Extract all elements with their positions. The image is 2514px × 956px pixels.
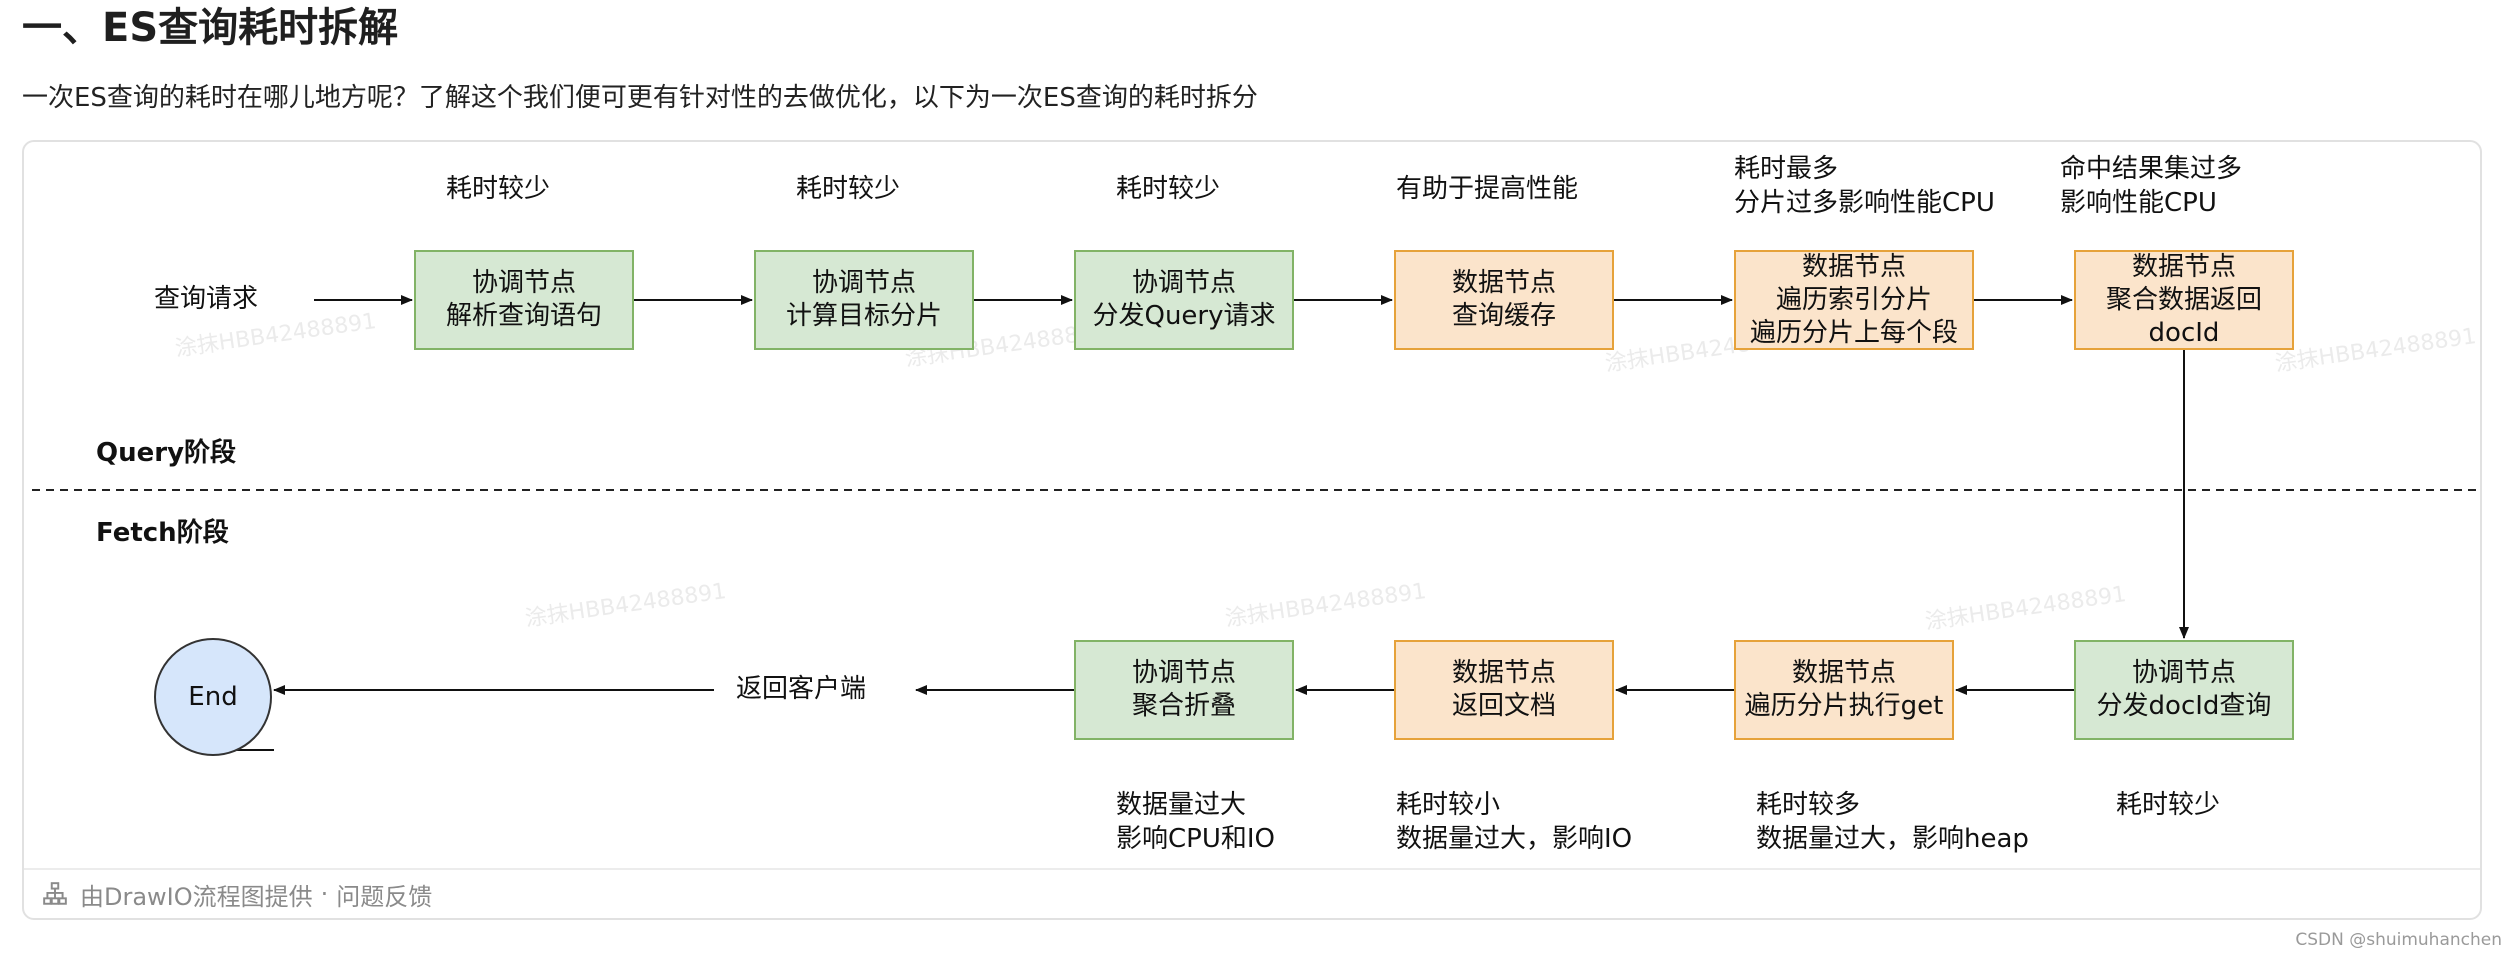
node-line: 遍历分片执行get bbox=[1744, 691, 1944, 721]
footer-separator: · bbox=[320, 880, 329, 908]
note-line: 耗时较少 bbox=[796, 174, 901, 204]
node-merge-collapse: 协调节点 聚合折叠 bbox=[1074, 640, 1294, 740]
note-line: 影响CPU和IO bbox=[1116, 824, 1275, 854]
diagram-panel: 涂抹HBB42488891 涂抹HBB42488891 涂抹HBB4248889… bbox=[22, 140, 2482, 920]
note-shard-get: 耗时较多 数据量过大，影响heap bbox=[1756, 788, 2029, 856]
phase-label-query: Query阶段 bbox=[96, 438, 237, 468]
note-line: 数据量过大，影响IO bbox=[1396, 824, 1633, 854]
node-line: 解析查询语句 bbox=[445, 301, 602, 331]
node-line: 数据节点 bbox=[1791, 658, 1896, 688]
page-title: 一、ES查询耗时拆解 bbox=[22, 5, 399, 51]
node-line: 协调节点 bbox=[811, 268, 916, 298]
diagram-footer: 由DrawIO流程图提供 · 问题反馈 bbox=[24, 868, 2480, 918]
footer-feedback-link[interactable]: 问题反馈 bbox=[336, 882, 433, 911]
node-compute-target-shards: 协调节点 计算目标分片 bbox=[754, 250, 974, 350]
footer-source-link[interactable]: 由DrawIO流程图提供 bbox=[80, 882, 313, 911]
note-line: 分片过多影响性能CPU bbox=[1734, 188, 1995, 218]
note-line: 耗时最多 bbox=[1734, 154, 1839, 184]
node-line: 协调节点 bbox=[471, 268, 576, 298]
note-return-documents: 耗时较小 数据量过大，影响IO bbox=[1396, 788, 1632, 856]
node-line: 数据节点 bbox=[2131, 251, 2236, 282]
connector-layer bbox=[32, 295, 2476, 751]
node-dispatch-docid: 协调节点 分发docId查询 bbox=[2074, 640, 2294, 740]
node-line: 遍历索引分片 bbox=[1775, 284, 1932, 315]
node-line: 分发Query请求 bbox=[1092, 301, 1276, 331]
node-return-documents: 数据节点 返回文档 bbox=[1394, 640, 1614, 740]
node-aggregate-docid: 数据节点 聚合数据返回 docId bbox=[2074, 250, 2294, 350]
node-line: 数据节点 bbox=[1801, 251, 1906, 282]
note-line: 耗时较小 bbox=[1396, 790, 1501, 820]
node-line: 数据节点 bbox=[1451, 268, 1556, 298]
note-line: 有助于提高性能 bbox=[1396, 174, 1579, 204]
node-traverse-shards: 数据节点 遍历索引分片 遍历分片上每个段 bbox=[1734, 250, 1974, 350]
node-line: 遍历分片上每个段 bbox=[1749, 317, 1958, 348]
node-line: 聚合数据返回 bbox=[2105, 284, 2262, 315]
node-line: 数据节点 bbox=[1451, 658, 1556, 688]
node-line: 分发docId查询 bbox=[2096, 691, 2272, 721]
end-node: End bbox=[154, 638, 272, 756]
node-query-cache: 数据节点 查询缓存 bbox=[1394, 250, 1614, 350]
note-dispatch-query: 耗时较少 bbox=[1116, 172, 1220, 206]
note-dispatch-docid: 耗时较少 bbox=[2116, 788, 2220, 822]
note-line: 耗时较少 bbox=[1116, 174, 1221, 204]
diagram-canvas: 涂抹HBB42488891 涂抹HBB42488891 涂抹HBB4248889… bbox=[24, 142, 2480, 870]
note-aggregate-docid: 命中结果集过多 影响性能CPU bbox=[2060, 152, 2242, 220]
node-parse-query: 协调节点 解析查询语句 bbox=[414, 250, 634, 350]
note-line: 数据量过大 bbox=[1116, 790, 1247, 820]
phase-label-fetch: Fetch阶段 bbox=[96, 518, 229, 548]
note-parse-query: 耗时较少 bbox=[446, 172, 550, 206]
note-merge-collapse: 数据量过大 影响CPU和IO bbox=[1116, 788, 1275, 856]
note-line: 影响性能CPU bbox=[2060, 188, 2217, 218]
node-line: 协调节点 bbox=[2131, 658, 2236, 688]
csdn-credit: CSDN @shuimuhanchen bbox=[2295, 930, 2502, 950]
note-line: 耗时较多 bbox=[1756, 790, 1861, 820]
node-dispatch-query: 协调节点 分发Query请求 bbox=[1074, 250, 1294, 350]
return-client-label: 返回客户端 bbox=[736, 674, 867, 704]
note-line: 耗时较少 bbox=[446, 174, 551, 204]
intro-text: 一次ES查询的耗时在哪儿地方呢？了解这个我们便可更有针对性的去做优化，以下为一次… bbox=[22, 83, 1258, 113]
node-line: 查询缓存 bbox=[1451, 301, 1556, 331]
note-line: 耗时较少 bbox=[2116, 790, 2221, 820]
note-compute-target-shards: 耗时较少 bbox=[796, 172, 900, 206]
query-request-label: 查询请求 bbox=[154, 284, 259, 314]
node-line: 计算目标分片 bbox=[785, 301, 942, 331]
sitemap-icon bbox=[43, 882, 67, 905]
note-line: 命中结果集过多 bbox=[2060, 154, 2243, 184]
node-line: 返回文档 bbox=[1451, 691, 1556, 721]
node-line: 协调节点 bbox=[1131, 658, 1236, 688]
note-query-cache: 有助于提高性能 bbox=[1396, 172, 1578, 206]
node-line: 协调节点 bbox=[1131, 268, 1236, 298]
node-line: docId bbox=[2148, 317, 2220, 348]
note-traverse-shards: 耗时最多 分片过多影响性能CPU bbox=[1734, 152, 1995, 220]
note-line: 数据量过大，影响heap bbox=[1756, 824, 2029, 854]
node-line: 聚合折叠 bbox=[1131, 691, 1236, 721]
node-shard-get: 数据节点 遍历分片执行get bbox=[1734, 640, 1954, 740]
